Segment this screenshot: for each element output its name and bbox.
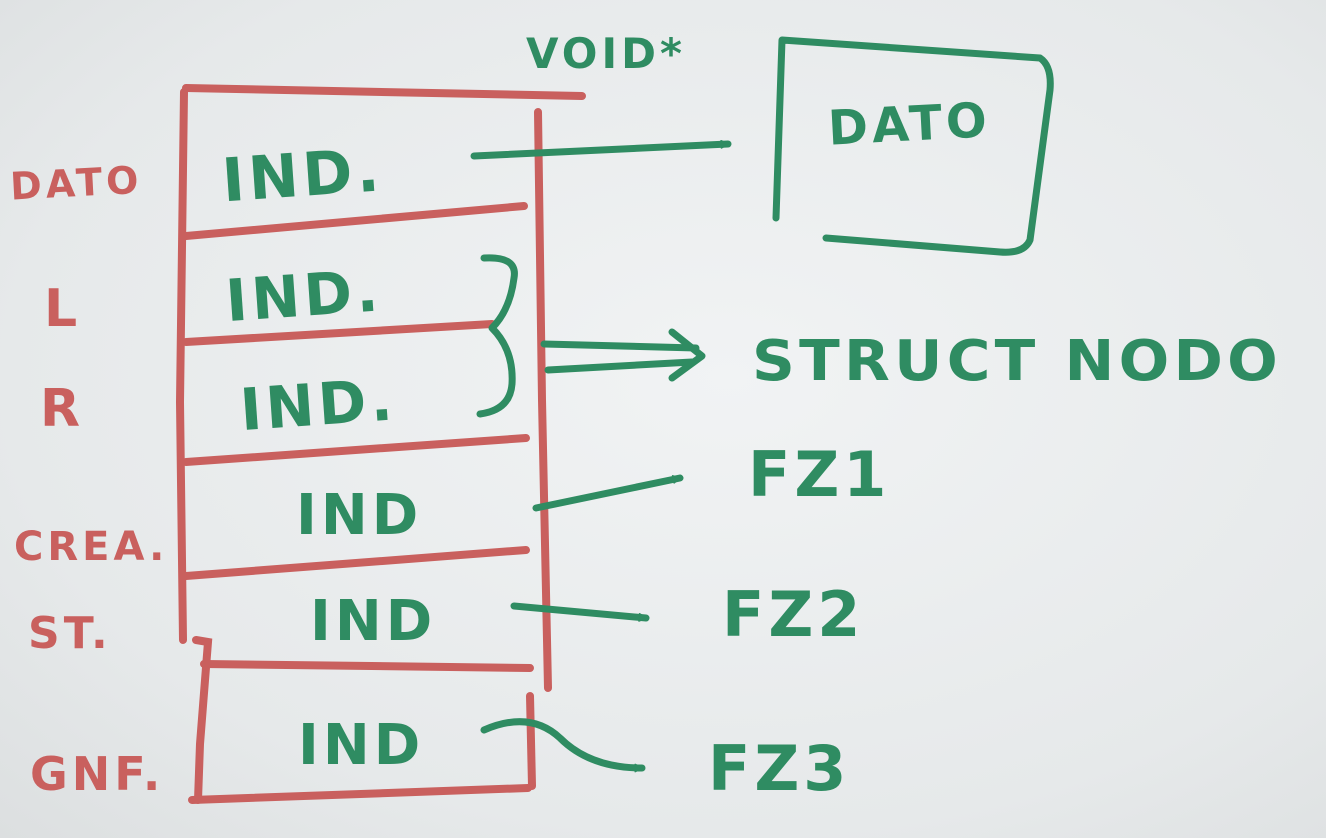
row-label-dato: DATO	[9, 158, 143, 209]
cell-crea: IND	[296, 483, 422, 548]
arrow-gnf-to-fz3	[480, 718, 646, 773]
arrow-crea-to-fz1	[532, 474, 684, 512]
cell-r: IND.	[238, 365, 399, 444]
table-top-border	[182, 84, 586, 100]
data-box-label: DATO	[827, 92, 993, 156]
void-pointer-label: VOID*	[526, 29, 686, 78]
cell-dato: IND.	[220, 135, 386, 216]
extension-right-border	[526, 692, 536, 790]
fz3-label: FZ3	[708, 732, 850, 805]
struct-nodo-label: STRUCT NODO	[752, 329, 1282, 394]
row-label-st: ST.	[28, 608, 112, 659]
arrow-st-to-fz2	[510, 602, 650, 622]
cell-gnf: IND	[298, 713, 424, 778]
double-arrow-upper	[540, 340, 700, 352]
cell-l: IND.	[224, 256, 385, 335]
double-arrow-head	[668, 328, 706, 382]
struct-table	[175, 84, 586, 804]
extension-left-border	[192, 636, 213, 804]
brace-l-r	[476, 254, 518, 418]
table-right-border	[534, 108, 552, 692]
row-label-r: R	[40, 379, 84, 439]
fz2-label: FZ2	[722, 578, 864, 651]
row-divider-3	[182, 434, 530, 466]
row-label-l: L	[44, 279, 81, 339]
table-left-border	[175, 88, 188, 644]
cell-st: IND	[310, 589, 436, 654]
arrow-dato-to-box	[470, 139, 732, 160]
row-divider-1	[182, 202, 528, 240]
row-divider-2	[182, 320, 496, 346]
row-divider-4	[182, 546, 530, 580]
fz1-label: FZ1	[748, 438, 890, 511]
row-label-gnf: GNF.	[30, 747, 164, 801]
table-bottom-border	[188, 784, 532, 804]
row-label-crea: CREA.	[14, 524, 168, 570]
row-divider-5	[200, 660, 534, 672]
data-box	[772, 36, 1054, 256]
double-arrow-lower	[544, 358, 696, 374]
